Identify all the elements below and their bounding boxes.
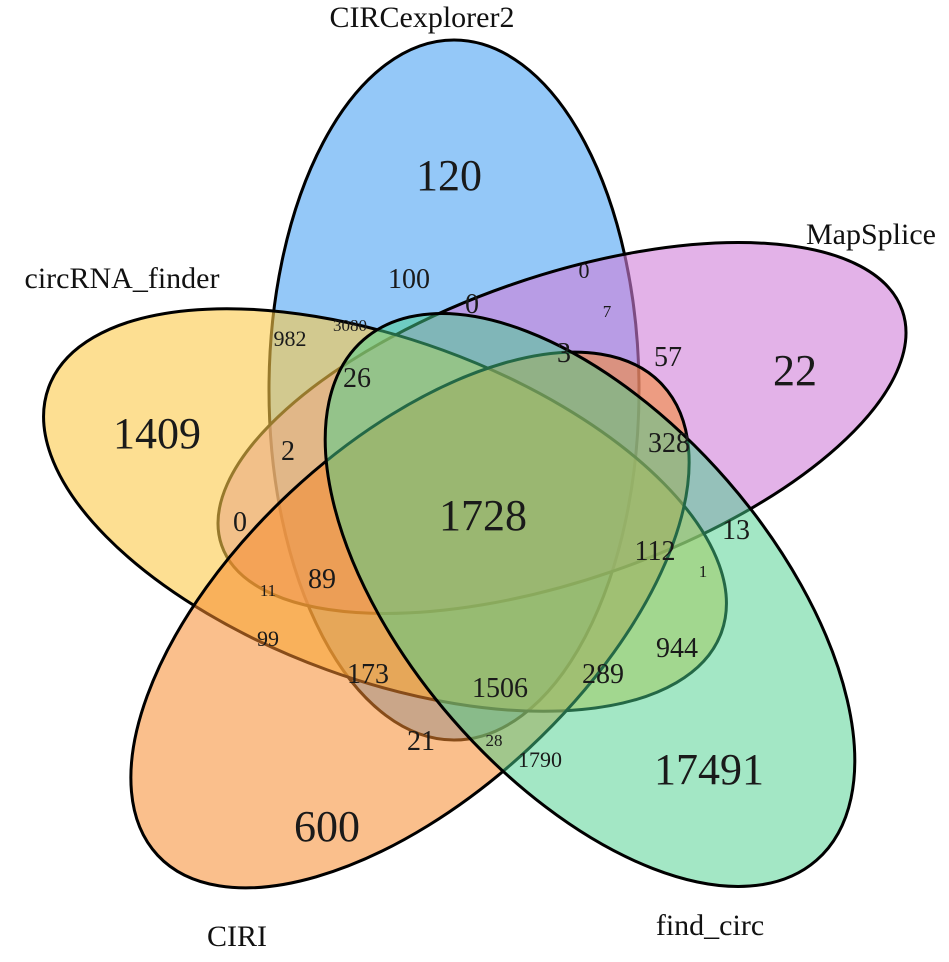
count-region: 0 bbox=[465, 289, 479, 320]
count-region: 982 bbox=[274, 326, 307, 351]
count-region: 26 bbox=[343, 363, 371, 394]
count-region: 3 bbox=[557, 338, 571, 369]
count-region: 13 bbox=[722, 515, 750, 546]
count-circrna-finder-only: 1409 bbox=[113, 409, 201, 458]
count-region: 99 bbox=[257, 626, 279, 651]
label-ciri: CIRI bbox=[207, 920, 267, 953]
count-region: 11 bbox=[260, 581, 276, 600]
count-region: 1790 bbox=[518, 747, 562, 772]
count-all-five: 1728 bbox=[439, 491, 527, 540]
count-region: 89 bbox=[308, 564, 336, 595]
count-region: 112 bbox=[635, 536, 676, 567]
count-region: 7 bbox=[603, 302, 612, 321]
count-region: 0 bbox=[579, 258, 590, 283]
set-labels: CIRCexplorer2 MapSplice circRNA_finder C… bbox=[25, 1, 936, 953]
count-region: 173 bbox=[347, 659, 389, 690]
label-circexplorer2: CIRCexplorer2 bbox=[330, 1, 515, 34]
count-region: 3080 bbox=[333, 316, 367, 335]
count-region: 2 bbox=[281, 436, 295, 467]
count-region: 1 bbox=[699, 562, 708, 581]
count-circexplorer2-only: 120 bbox=[416, 151, 482, 200]
count-region: 944 bbox=[656, 633, 698, 664]
count-region: 289 bbox=[582, 659, 624, 690]
count-region: 0 bbox=[233, 507, 247, 538]
count-find-circ-only: 17491 bbox=[654, 745, 764, 794]
count-region: 100 bbox=[388, 264, 430, 295]
count-mapsplice-only: 22 bbox=[773, 346, 817, 395]
label-find-circ: find_circ bbox=[656, 909, 764, 942]
count-region: 328 bbox=[648, 428, 690, 459]
count-ciri-only: 600 bbox=[294, 802, 360, 851]
count-region: 21 bbox=[407, 726, 435, 757]
label-circrna-finder: circRNA_finder bbox=[25, 262, 220, 295]
count-region: 57 bbox=[654, 342, 682, 373]
ellipses bbox=[42, 38, 908, 890]
count-region: 28 bbox=[486, 731, 503, 750]
count-region: 1506 bbox=[472, 673, 528, 704]
ellipse-find-circ bbox=[323, 312, 857, 888]
region-counts: 120 22 1409 600 17491 1728 100 0 0 982 3… bbox=[113, 151, 817, 851]
label-mapsplice: MapSplice bbox=[806, 218, 936, 251]
